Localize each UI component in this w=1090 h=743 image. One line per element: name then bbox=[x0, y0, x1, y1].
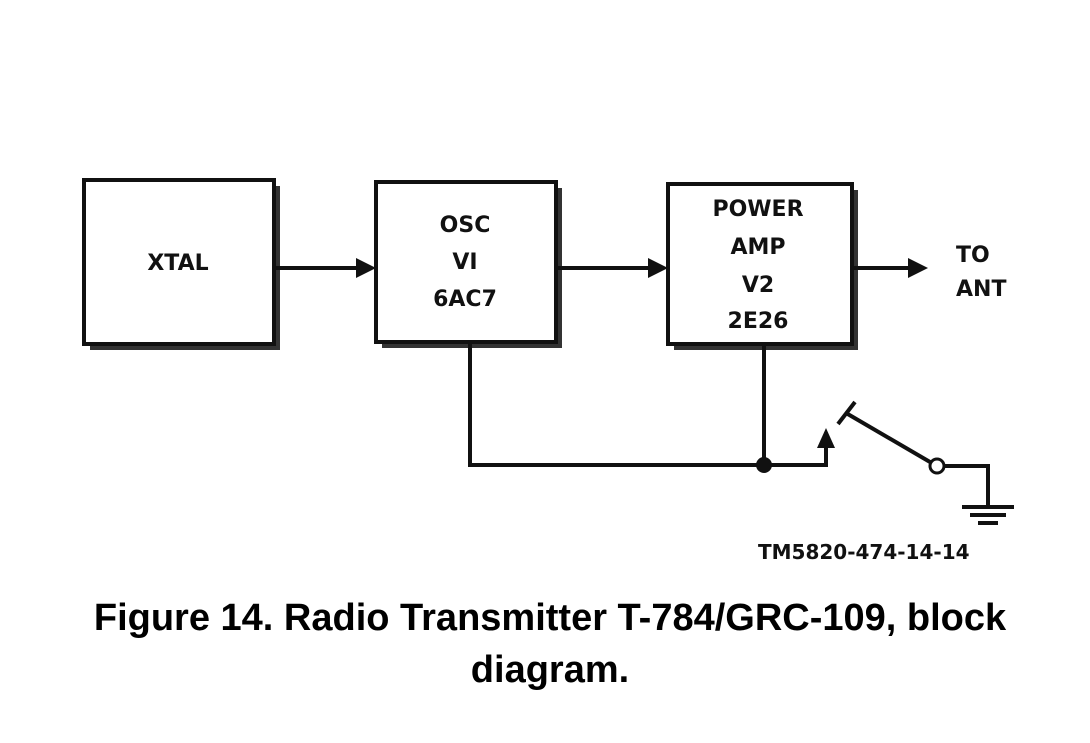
power-amp-label-line-2: AMP bbox=[730, 235, 785, 260]
keying-circuit bbox=[468, 344, 835, 473]
xtal-block: XTAL bbox=[82, 178, 280, 350]
drawing-number: TM5820-474-14-14 bbox=[758, 540, 970, 564]
ground-icon bbox=[962, 505, 1014, 525]
figure-caption: Figure 14. Radio Transmitter T-784/GRC-1… bbox=[93, 597, 1007, 691]
xtal-label: XTAL bbox=[147, 251, 208, 276]
osc-to-amp-arrow bbox=[558, 258, 668, 278]
junction-dot bbox=[756, 457, 772, 473]
osc-label-line-2: VI bbox=[452, 250, 477, 275]
xtal-to-osc-arrow bbox=[276, 258, 376, 278]
osc-label-line-1: OSC bbox=[440, 213, 491, 238]
power-amp-block: POWER AMP V2 2E26 bbox=[666, 182, 858, 350]
osc-block: OSC VI 6AC7 bbox=[374, 180, 562, 348]
power-amp-label-line-1: POWER bbox=[712, 197, 803, 222]
amp-to-antenna-arrow bbox=[854, 258, 928, 278]
to-antenna-label-line-2: ANT bbox=[956, 277, 1006, 302]
key-knob bbox=[836, 400, 857, 426]
power-amp-label-line-3: V2 bbox=[742, 273, 774, 298]
key-pivot bbox=[928, 457, 946, 475]
key-contact-arrow bbox=[817, 428, 835, 448]
osc-label-line-3: 6AC7 bbox=[433, 287, 497, 312]
telegraph-key-switch bbox=[836, 400, 990, 506]
to-antenna-label-line-1: TO bbox=[956, 243, 990, 268]
power-amp-label-line-4: 2E26 bbox=[728, 309, 789, 334]
